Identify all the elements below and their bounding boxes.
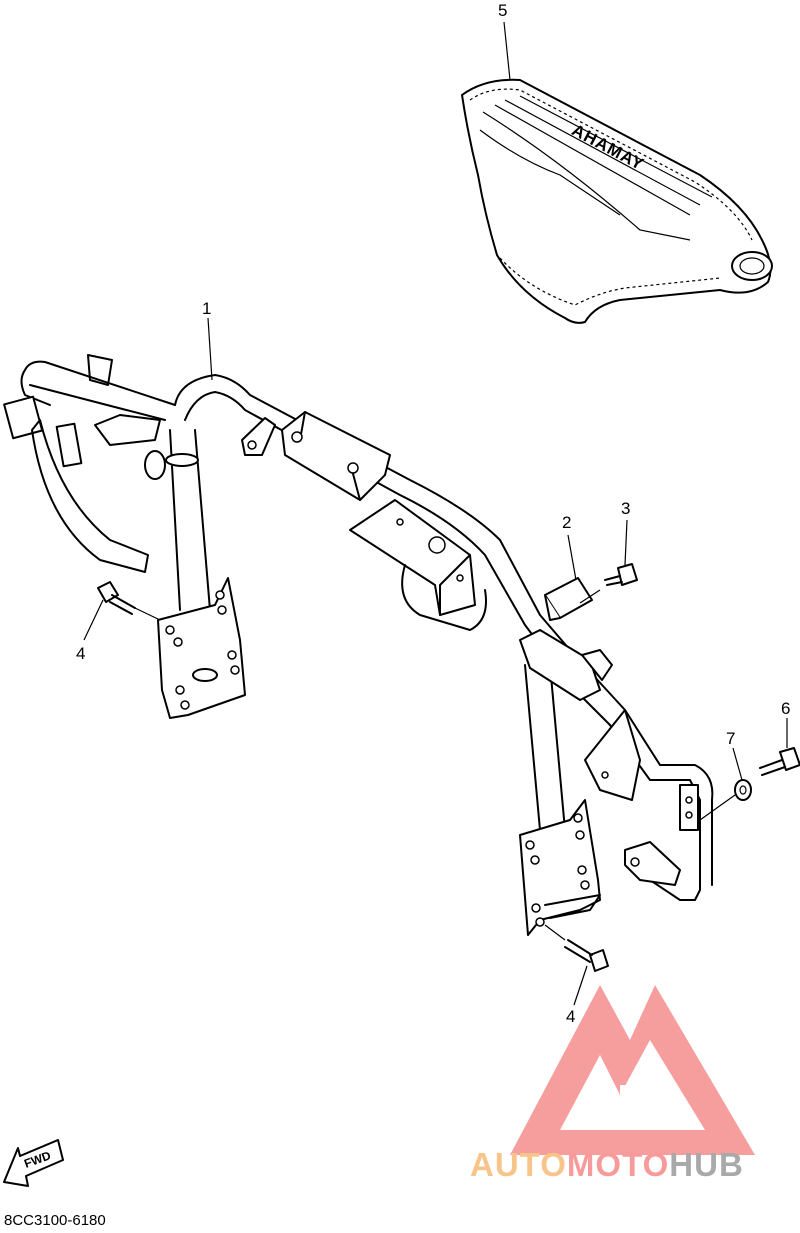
bolt-part-4-right[interactable] — [564, 939, 609, 972]
callout-5: 5 — [498, 1, 507, 20]
callout-1: 1 — [202, 299, 211, 318]
callouts: 5 1 2 3 4 4 6 7 — [76, 1, 790, 1026]
leader-lines — [83, 21, 788, 1006]
seat-part-5[interactable]: YAMAHA — [461, 78, 773, 324]
watermark-logo-icon — [510, 985, 755, 1155]
callout-2: 2 — [562, 513, 571, 532]
bolt-part-6[interactable] — [759, 747, 800, 776]
callout-6: 6 — [781, 699, 790, 718]
callout-7: 7 — [726, 729, 735, 748]
diagram-code: 8CC3100-6180 — [4, 1212, 106, 1229]
bracket-part-2[interactable] — [544, 577, 593, 621]
watermark-text: AUTOMOTOHUB — [470, 1146, 744, 1190]
watermark-auto: AUTO — [470, 1146, 567, 1183]
fwd-arrow-icon: FWD — [3, 1139, 64, 1187]
callout-4-right: 4 — [566, 1007, 575, 1026]
callout-3: 3 — [621, 499, 630, 518]
watermark-moto: MOTO — [566, 1146, 670, 1183]
washer-part-7[interactable] — [734, 779, 752, 801]
frame-part-1[interactable] — [3, 354, 714, 936]
bolt-part-4-left[interactable] — [97, 581, 136, 615]
bolt-part-3[interactable] — [604, 563, 638, 586]
watermark-hub: HUB — [669, 1146, 744, 1183]
callout-4-left: 4 — [76, 644, 85, 663]
